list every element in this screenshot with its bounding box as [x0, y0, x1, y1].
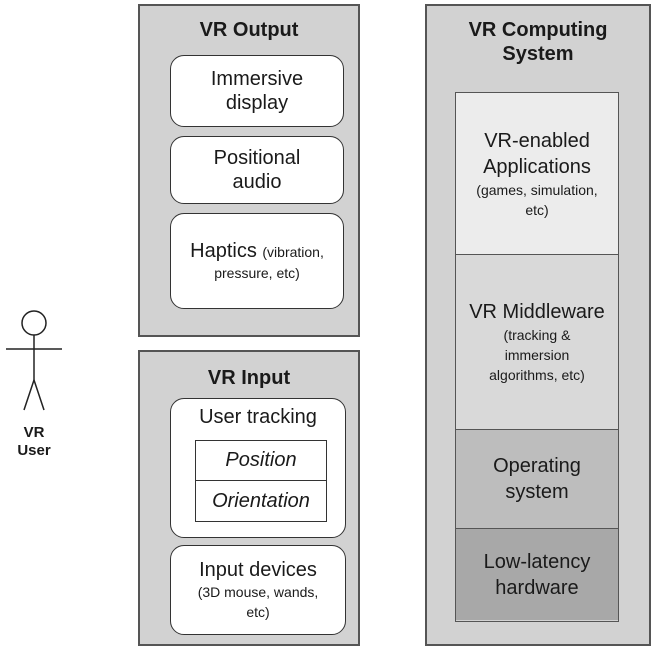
user-stick-figure-icon [6, 310, 62, 411]
layer-middleware-detail3: algorithms, etc) [489, 367, 585, 383]
input-devices-label: Input devices [199, 559, 317, 581]
vr-input-panel: VR Input User tracking Position Orientat… [138, 350, 360, 646]
orientation-row: Orientation [212, 489, 310, 512]
immersive-display-box: Immersive display [170, 55, 344, 127]
user-label-line2: User [17, 442, 51, 459]
user-label: VR User [4, 424, 64, 460]
vr-output-panel: VR Output Immersive display Positional a… [138, 4, 360, 337]
layer-middleware-detail1: (tracking & [503, 327, 571, 343]
vr-input-title: VR Input [207, 367, 291, 389]
layer-applications-line2: Applications [483, 155, 591, 178]
layer-os-line2: system [505, 481, 569, 503]
layer-operating-system: Operating system [456, 429, 618, 528]
immersive-display-line2: display [225, 92, 289, 114]
layer-middleware-line1: VR Middleware [469, 301, 605, 323]
vr-computing-panel: VR Computing System VR-enabled Applicati… [425, 4, 651, 646]
layer-os-line1: Operating [493, 455, 581, 477]
vr-output-title: VR Output [199, 19, 299, 41]
layer-middleware: VR Middleware (tracking & immersion algo… [456, 254, 618, 429]
computing-stack: VR-enabled Applications (games, simulati… [455, 92, 619, 622]
user-label-line1: VR [23, 424, 45, 441]
layer-applications-detail1: (games, simulation, [476, 181, 598, 198]
input-devices-box: Input devices (3D mouse, wands, etc) [170, 545, 346, 635]
vr-computing-title-line1: VR Computing [468, 19, 608, 41]
input-devices-detail1: (3D mouse, wands, [197, 584, 319, 600]
haptics-box: Haptics (vibration, pressure, etc) [170, 213, 344, 309]
user-tracking-label: User tracking [199, 406, 317, 428]
vr-computing-title-line2: System [502, 43, 574, 65]
positional-audio-line1: Positional [213, 147, 301, 169]
positional-audio-box: Positional audio [170, 136, 344, 204]
layer-hardware-line1: Low-latency [483, 550, 591, 573]
immersive-display-line1: Immersive [210, 68, 304, 90]
layer-applications-detail2: etc) [525, 201, 549, 218]
haptics-detail: (vibration, [262, 244, 324, 260]
layer-middleware-detail2: immersion [504, 347, 570, 363]
haptics-detail2: pressure, etc) [214, 265, 300, 281]
layer-applications: VR-enabled Applications (games, simulati… [456, 93, 618, 254]
tracking-rows-box: Position Orientation [195, 440, 327, 522]
layer-hardware: Low-latency hardware [456, 528, 618, 620]
haptics-label: Haptics [190, 240, 257, 262]
positional-audio-line2: audio [232, 171, 282, 193]
layer-applications-line1: VR-enabled [484, 129, 590, 152]
position-row: Position [196, 441, 326, 481]
vr-computing-title: VR Computing System [427, 18, 649, 66]
input-devices-detail2: etc) [246, 604, 270, 620]
layer-hardware-line2: hardware [495, 576, 579, 599]
